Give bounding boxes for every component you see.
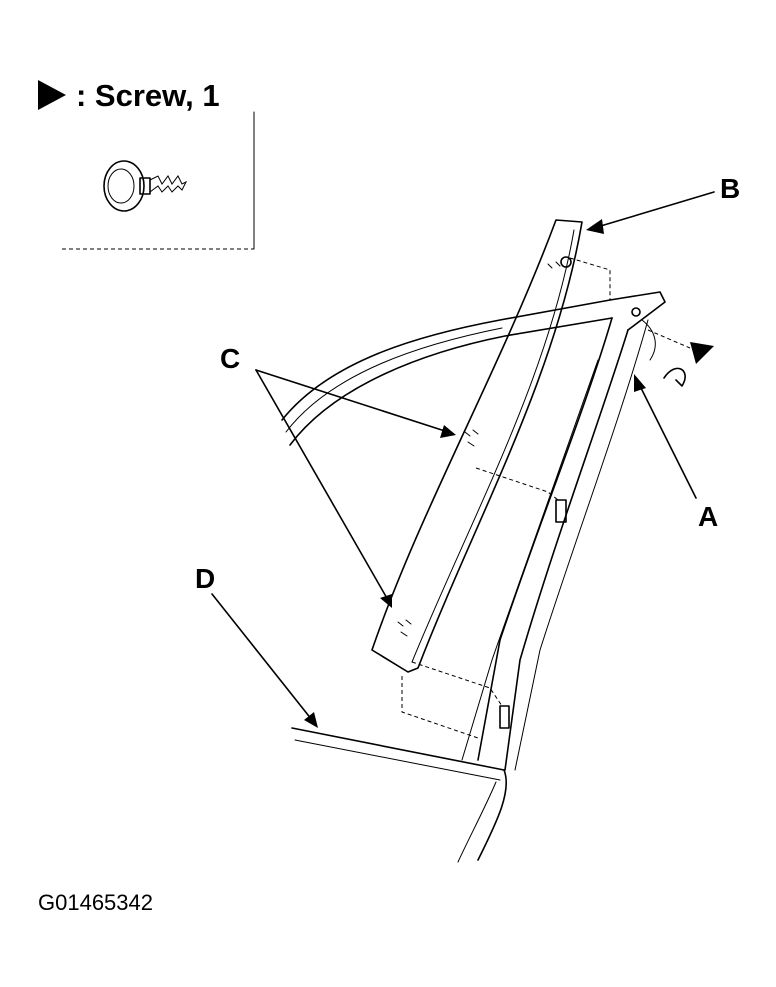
callout-c-lower-arrowhead	[380, 594, 392, 608]
screw-marker-triangle-icon	[38, 80, 66, 110]
callout-b-arrowhead	[586, 219, 604, 234]
legend: : Screw, 1	[38, 78, 255, 250]
screw-location	[647, 329, 714, 387]
figure-id: G01465342	[38, 890, 153, 915]
rotate-arrow-icon	[663, 367, 686, 387]
callout-a-label: A	[698, 501, 718, 532]
callout-d-arrowhead	[304, 712, 318, 728]
dashboard-edge	[291, 727, 508, 863]
clip-slot-lower	[499, 705, 510, 729]
callout-c-label: C	[220, 343, 240, 374]
legend-label: : Screw, 1	[76, 78, 220, 113]
screw-hole	[631, 307, 641, 317]
callout-a-arrowhead	[634, 374, 646, 392]
callout-c-upper-arrowhead	[440, 425, 456, 438]
screw-location-triangle-icon	[690, 342, 714, 364]
body-roof-lines	[281, 299, 613, 446]
callout-d-label: D	[195, 563, 215, 594]
screw-icon	[103, 160, 188, 212]
alignment-lines	[401, 257, 611, 739]
pillar-body	[461, 291, 666, 771]
leader-lines	[211, 191, 715, 728]
callout-b-label: B	[720, 173, 740, 204]
pillar-trim-panel	[371, 219, 583, 673]
clip-slot-upper	[555, 499, 567, 523]
